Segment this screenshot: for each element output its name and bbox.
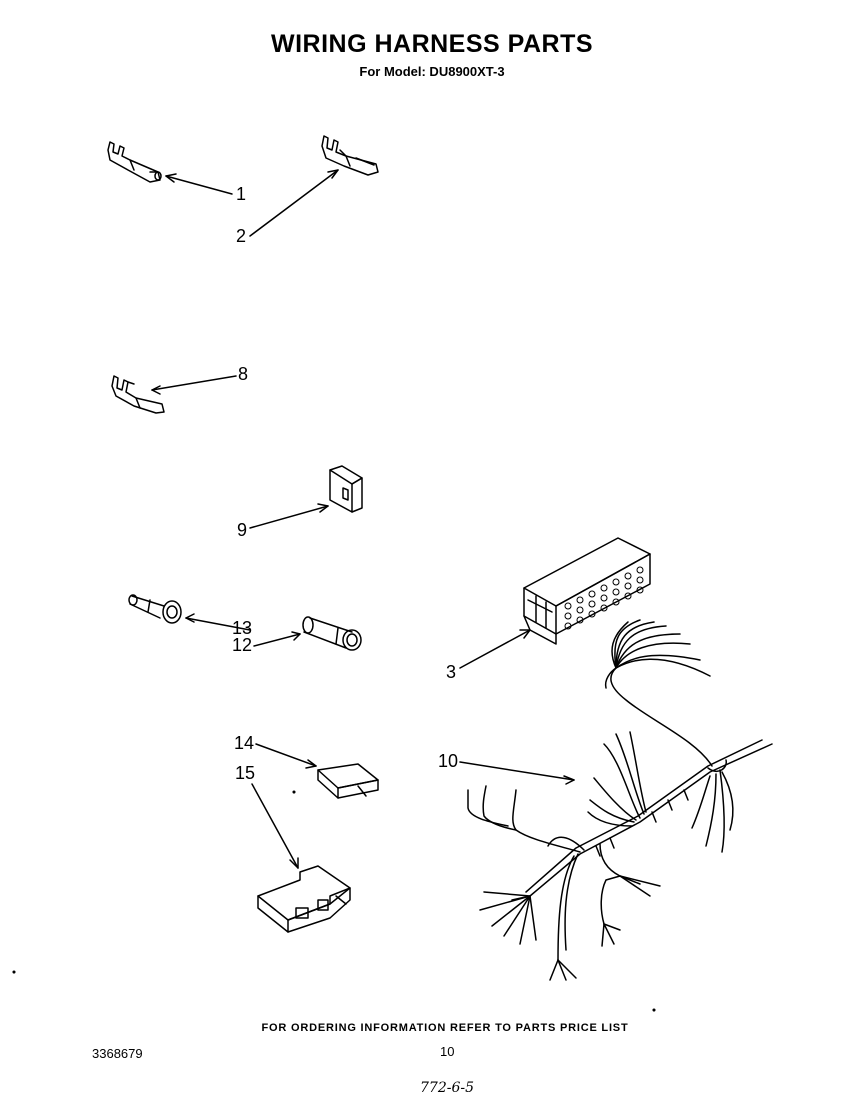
part-12-sleeve bbox=[303, 617, 361, 650]
leader-1-head bbox=[166, 174, 176, 182]
callout-14: 14 bbox=[234, 733, 255, 753]
leader-13 bbox=[186, 618, 250, 630]
leader-1 bbox=[166, 176, 232, 194]
leader-15-head bbox=[290, 858, 298, 868]
leader-12-head bbox=[292, 632, 300, 640]
callout-8: 8 bbox=[238, 364, 249, 384]
part-10-wire-harness bbox=[468, 620, 772, 980]
part-15-housing bbox=[258, 866, 350, 932]
callout-3: 3 bbox=[446, 662, 457, 682]
part-1-terminal bbox=[108, 142, 161, 182]
document-number: 3368679 bbox=[92, 1046, 143, 1061]
leader-8 bbox=[152, 376, 236, 390]
part-13-bushing bbox=[129, 595, 181, 623]
model-subtitle: For Model: DU8900XT-3 bbox=[359, 64, 505, 79]
part-8-terminal bbox=[112, 376, 164, 413]
callout-10: 10 bbox=[438, 751, 459, 771]
handwritten-note: 772-6-5 bbox=[420, 1080, 474, 1096]
leader-9-head bbox=[318, 504, 328, 512]
callout-12: 12 bbox=[232, 635, 253, 655]
leader-9 bbox=[250, 506, 328, 528]
part-2-terminal bbox=[322, 136, 378, 175]
ordering-note: FOR ORDERING INFORMATION REFER TO PARTS … bbox=[261, 1022, 629, 1034]
callout-15: 15 bbox=[235, 763, 256, 783]
leader-12 bbox=[254, 634, 300, 646]
part-14-connector bbox=[318, 764, 378, 798]
page-number: 10 bbox=[440, 1044, 455, 1059]
callout-1: 1 bbox=[236, 184, 247, 204]
leader-14-head bbox=[306, 760, 316, 768]
leader-lines bbox=[152, 170, 574, 868]
leader-10-head bbox=[564, 776, 574, 784]
leader-13-head bbox=[186, 614, 194, 622]
part-3-connector-block bbox=[524, 538, 650, 644]
callout-9: 9 bbox=[237, 520, 248, 540]
leader-3-head bbox=[520, 630, 530, 638]
part-9-block bbox=[330, 466, 362, 512]
callout-13: 13 bbox=[232, 618, 253, 638]
leader-14 bbox=[256, 744, 316, 766]
page-title: WIRING HARNESS PARTS bbox=[270, 30, 594, 58]
leader-2-head bbox=[328, 170, 338, 178]
leader-3 bbox=[460, 630, 530, 668]
leader-8-head bbox=[152, 386, 160, 394]
callout-2: 2 bbox=[236, 226, 247, 246]
leader-10 bbox=[460, 762, 574, 780]
leader-2 bbox=[250, 170, 338, 236]
leader-15 bbox=[252, 784, 298, 868]
